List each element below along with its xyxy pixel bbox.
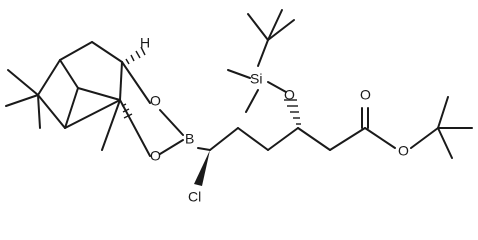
bond-si-methyl-1	[227, 69, 251, 79]
bond-c5-c6	[329, 127, 366, 151]
tbs-group	[227, 9, 295, 113]
bond-tbu-2	[267, 19, 295, 41]
stereo-hash-fusion	[121, 103, 133, 119]
atom-hydrogen: H	[140, 35, 150, 51]
bond-o-b-bottom	[159, 139, 184, 155]
bond-cage-2	[37, 94, 66, 129]
bond-methyl-2	[5, 94, 39, 107]
bond-tbu-ester-3	[437, 127, 453, 159]
bond-cage-8	[64, 87, 79, 129]
bond-cage-5	[119, 61, 123, 101]
bond-fusion-methyl	[101, 99, 121, 151]
bond-tbu-ester-1	[437, 96, 449, 129]
bond-o-b-top	[159, 109, 184, 136]
atom-o-ring-top: O	[150, 93, 161, 109]
bond-tbu-1	[247, 13, 269, 41]
bond-c2-c3	[237, 127, 269, 151]
atom-o-carbonyl: O	[360, 87, 371, 103]
atom-silicon: Si	[250, 71, 262, 87]
pinane-skeleton	[5, 41, 123, 151]
chemical-structure-diagram: O O B H Cl Si O O O	[5, 9, 473, 205]
bond-si-methyl-2	[245, 89, 259, 113]
stereo-hash-o-silyl	[284, 99, 301, 125]
bond-c4-c5	[297, 127, 331, 151]
bond-tbu-3	[267, 9, 283, 41]
bond-c-o-top	[121, 61, 151, 104]
bond-si-tbu	[257, 39, 269, 67]
bond-c-o-bottom	[119, 99, 151, 157]
bond-cage-1	[37, 59, 61, 96]
atom-labels: O O B H Cl Si O O O	[140, 35, 409, 205]
atom-o-ester: O	[398, 143, 409, 159]
stereo-hash-h	[125, 46, 146, 65]
bond-cage-7	[59, 59, 79, 89]
bond-cage-6	[64, 99, 121, 129]
bond-c6-o-ester	[364, 127, 396, 149]
atom-o-silyl: O	[284, 87, 295, 103]
main-chain	[194, 96, 473, 186]
bond-methyl-1	[7, 69, 39, 96]
stereo-wedge-cl	[194, 150, 210, 186]
bond-cage-4	[91, 41, 123, 63]
atom-o-ring-bottom: O	[150, 148, 161, 164]
dioxaborolane-ring	[119, 46, 184, 157]
bond-o-tbu	[410, 127, 439, 149]
bond-methyl-3	[37, 94, 41, 129]
bond-cage-3	[59, 41, 93, 61]
bond-b-c1	[197, 147, 211, 151]
bond-c3-c4	[267, 127, 299, 151]
bond-c1-c2	[209, 127, 239, 151]
bond-o-si	[267, 81, 287, 93]
bond-cage-9	[77, 87, 121, 101]
atom-chlorine: Cl	[188, 189, 201, 205]
atom-boron: B	[185, 131, 194, 147]
